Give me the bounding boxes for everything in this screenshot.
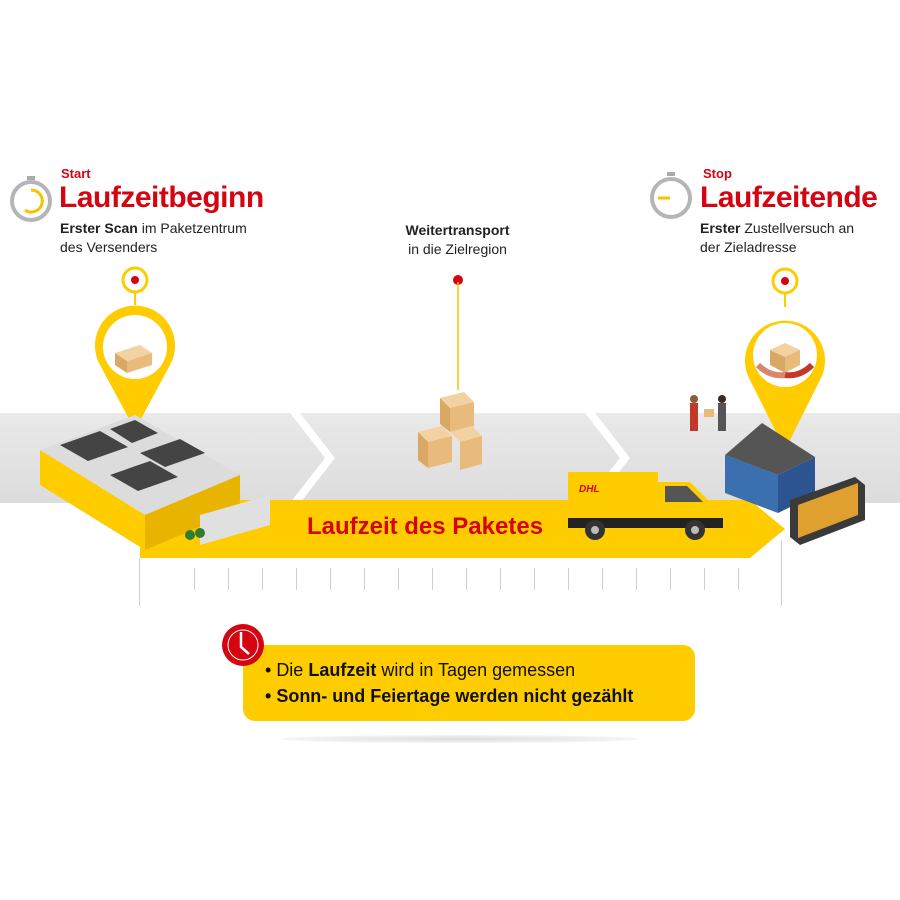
start-desc-rest: im Paketzentrum <box>137 220 247 236</box>
duration-title: Laufzeit des Paketes <box>306 513 544 540</box>
timeline-tick <box>670 568 671 590</box>
stop-title: Laufzeitende <box>700 181 878 214</box>
timeline-tick <box>194 568 195 590</box>
stop-description: Erster Zustellversuch an der Zieladresse <box>700 219 854 257</box>
note-line1-pre: Die <box>276 660 309 680</box>
info-note: • Die Laufzeit wird in Tagen gemessen • … <box>243 645 695 721</box>
timeline-tick <box>262 568 263 590</box>
timeline-tick <box>364 568 365 590</box>
timeline-tick <box>398 568 399 590</box>
destination-house-icon <box>690 395 865 545</box>
timeline-tick <box>568 568 569 590</box>
start-location-pin-icon <box>95 266 175 430</box>
note-line-1: • Die Laufzeit wird in Tagen gemessen <box>265 660 576 680</box>
stop-desc-rest: Zustellversuch an <box>740 220 855 236</box>
timeline-tick <box>534 568 535 590</box>
middle-desc: in die Zielregion <box>408 241 507 257</box>
note-line-2: • Sonn- und Feiertage werden nicht gezäh… <box>265 686 634 706</box>
note-line1-post: wird in Tagen gemessen <box>376 660 576 680</box>
timeline-tick <box>228 568 229 590</box>
timeline-tick <box>602 568 603 590</box>
stopwatch-start-icon <box>10 176 52 222</box>
parcel-boxes-icon <box>418 392 482 470</box>
clock-icon <box>222 624 264 666</box>
note-line1-bold: Laufzeit <box>308 660 377 680</box>
timeline-start-line <box>139 558 140 606</box>
svg-text:DHL: DHL <box>579 484 600 495</box>
start-label: Start <box>61 166 91 181</box>
timeline-tick <box>466 568 467 590</box>
note-shadow <box>280 735 640 743</box>
timeline-tick <box>330 568 331 590</box>
start-description: Erster Scan im Paketzentrum des Versende… <box>60 219 247 257</box>
timeline-tick <box>432 568 433 590</box>
delivery-van-icon: DHL <box>568 472 723 540</box>
stop-desc-line2: der Zieladresse <box>700 239 797 255</box>
timeline-tick <box>636 568 637 590</box>
timeline-tick <box>704 568 705 590</box>
stopwatch-stop-icon <box>650 172 692 219</box>
timeline-tick <box>296 568 297 590</box>
note-line2-text: Sonn- und Feiertage werden nicht gezählt <box>276 686 634 706</box>
stop-desc-bold: Erster <box>700 220 741 236</box>
middle-pin-icon <box>453 275 463 390</box>
start-title: Laufzeitbeginn <box>59 181 264 214</box>
timeline-tick <box>500 568 501 590</box>
timeline-tick <box>738 568 739 590</box>
parcel-center-building-icon <box>40 415 270 550</box>
middle-description: Weitertransport in die Zielregion <box>380 221 535 259</box>
start-desc-line2: des Versenders <box>60 239 158 255</box>
timeline-end-line <box>781 540 782 606</box>
stop-location-pin-icon <box>745 267 825 450</box>
stop-label: Stop <box>703 166 732 181</box>
start-desc-bold: Erster Scan <box>60 220 138 236</box>
middle-title: Weitertransport <box>405 222 510 238</box>
